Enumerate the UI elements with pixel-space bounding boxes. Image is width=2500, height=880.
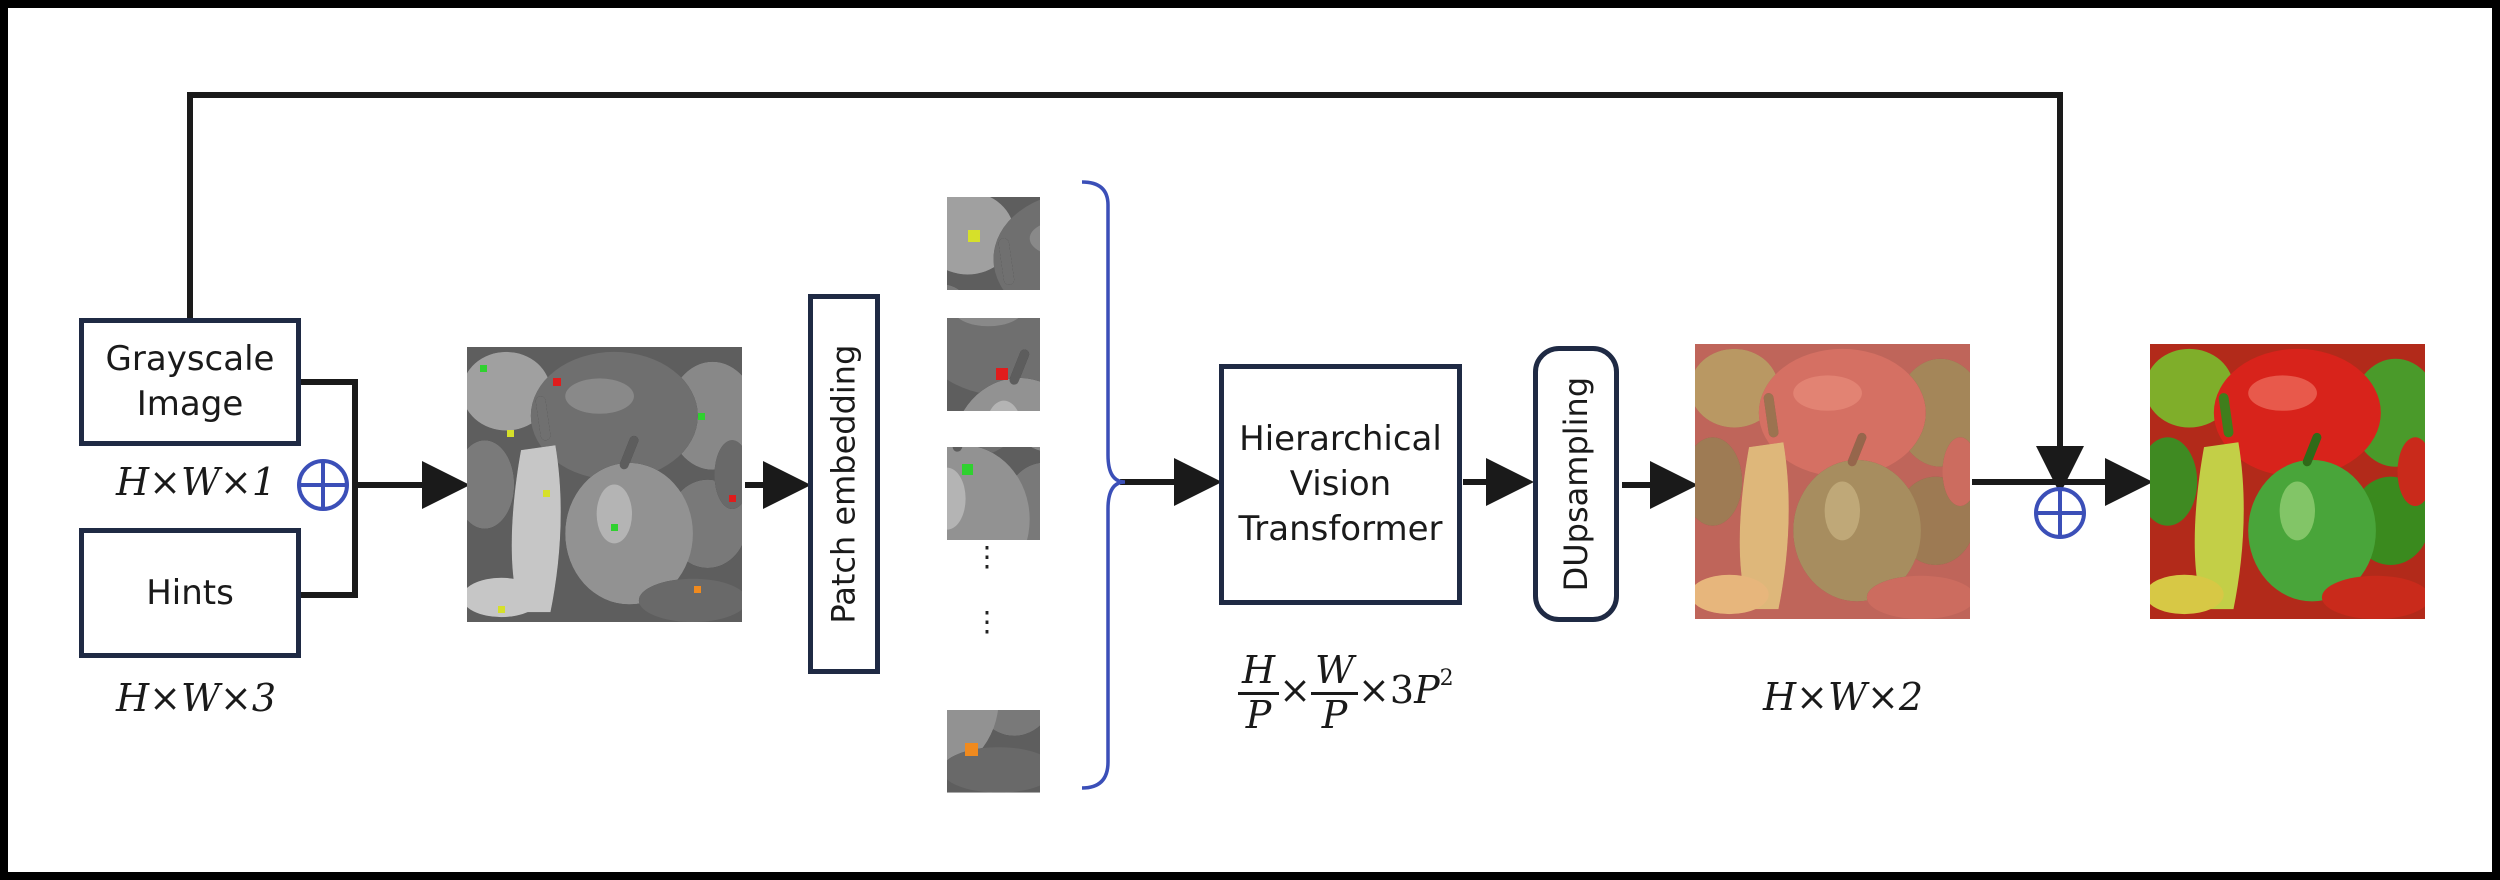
dupsampling-box: DUpsampling [1533,346,1619,622]
hint-point [698,413,705,420]
hints-label: Hints [146,572,234,613]
token-dims-h-fraction: H P [1238,649,1280,737]
hints-box: Hints [79,528,301,658]
grayscale-image-label: Grayscale Image [105,339,275,424]
hint-point [694,586,701,593]
hints-dims: H×W×3 [116,676,277,720]
hierarchical-vision-transformer-box: Hierarchical Vision Transformer [1219,364,1462,605]
hint-point [611,524,618,531]
patch-token [836,256,1153,545]
token-group-brace [1081,180,1126,790]
grayscale-connector [300,379,358,485]
token-dims: H P × W P ×3P2 [1238,649,1454,737]
hint-point [480,365,487,372]
transformer-label: Hierarchical Vision Transformer [1238,419,1443,549]
token-ellipsis: ⋮ [973,540,1001,573]
token-ellipsis: ⋮ [973,605,1001,638]
hints-connector [300,485,358,598]
dupsampling-label: DUpsampling [1556,376,1595,592]
output-add-operator [2034,487,2086,539]
patch-token [780,323,1097,612]
output-dims: H×W×2 [1763,675,1924,719]
hint-point [543,490,550,497]
patch-token [914,187,1231,476]
patch-embedding-box: Patch embedding [808,294,880,674]
colorized-output-image [2138,344,2440,619]
hint-point [507,430,514,437]
patch-embedding-label: Patch embedding [824,344,863,624]
ab-channel-output-image [1683,344,1985,619]
grayscale-dims: H×W×1 [116,460,277,504]
hinted-grayscale-image [455,347,757,622]
patch-token [749,503,1066,792]
skip-connection-line [187,92,2084,494]
input-add-operator [297,459,349,511]
hint-point [729,495,736,502]
token-dims-w-fraction: W P [1310,649,1359,737]
hint-point [553,378,561,386]
grayscale-image-box: Grayscale Image [79,318,301,446]
hint-point [498,606,505,613]
